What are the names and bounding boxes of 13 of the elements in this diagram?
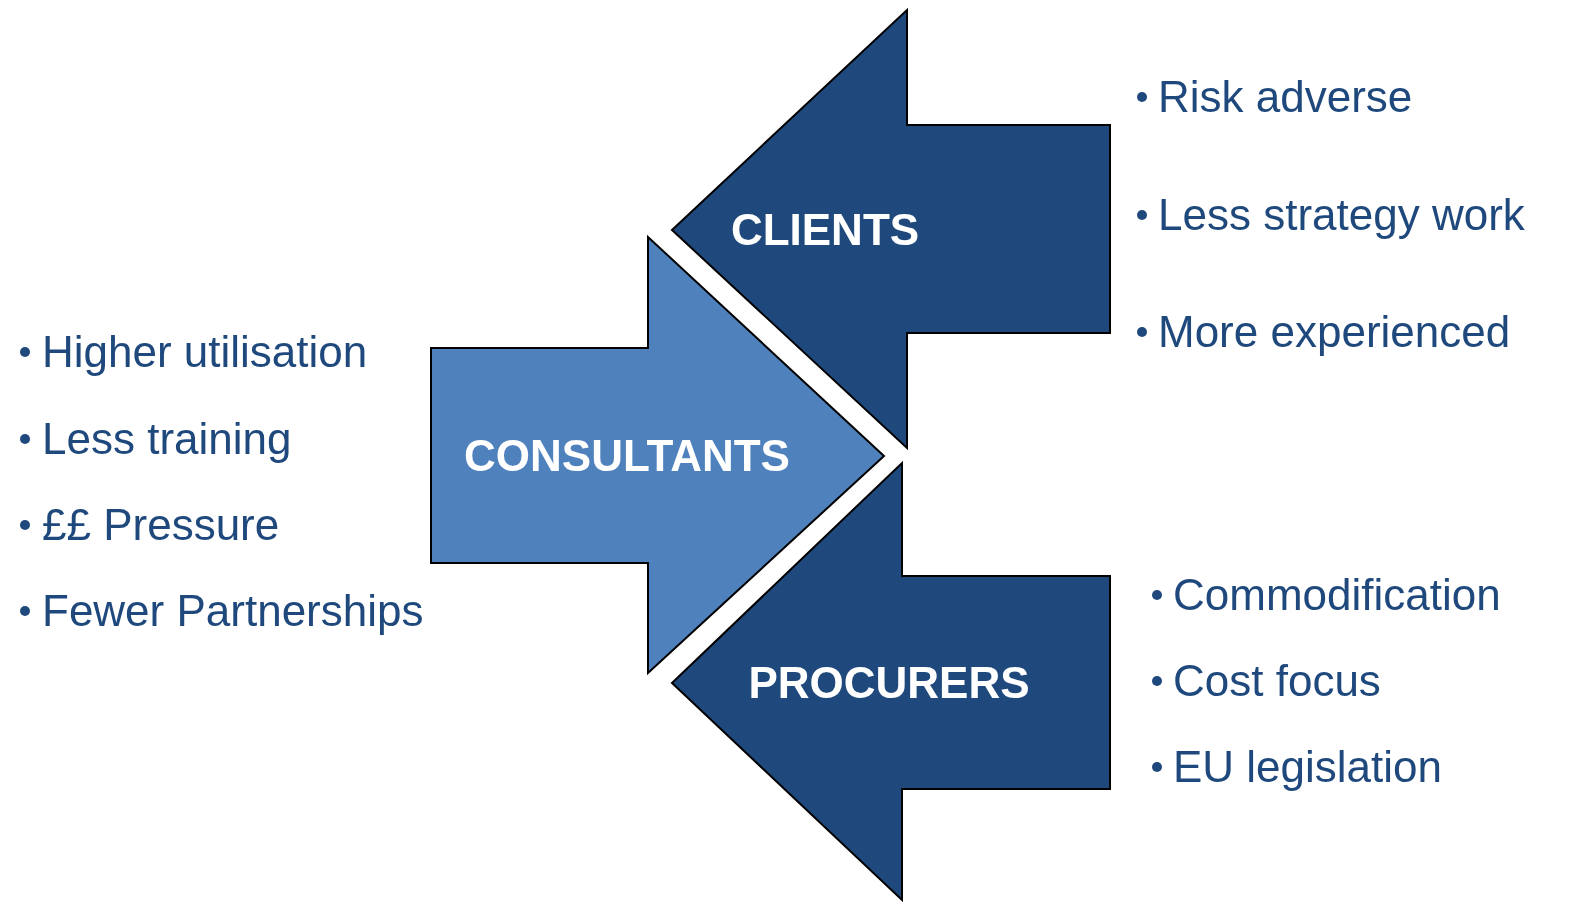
arrow-label: CONSULTANTS	[464, 434, 790, 478]
bullet-text: EU legislation	[1173, 742, 1443, 792]
bullet-text: ££ Pressure	[42, 500, 280, 550]
bullet-text: Less strategy work	[1158, 190, 1525, 240]
bullet-text: Fewer Partnerships	[42, 586, 424, 636]
bullet-text: Less training	[42, 414, 292, 464]
bullet-text: Commodification	[1173, 570, 1501, 620]
arrow-label: PROCURERS	[748, 661, 1030, 705]
bullet-text: Higher utilisation	[42, 327, 368, 377]
bullet-text: Cost focus	[1173, 656, 1381, 706]
bullet-text: Risk adverse	[1158, 72, 1413, 122]
arrow-label: CLIENTS	[730, 208, 920, 252]
bullet-text: More experienced	[1158, 307, 1511, 357]
